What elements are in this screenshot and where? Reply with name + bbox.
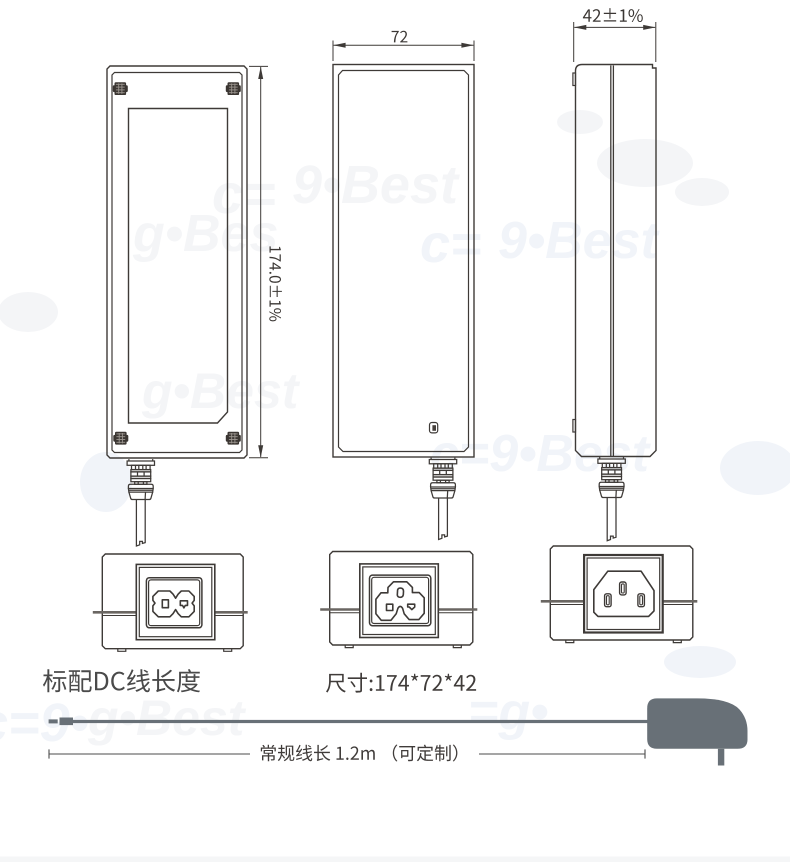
- svg-text:g•Best: g•Best: [87, 690, 247, 746]
- svg-text:c=: c=: [420, 214, 482, 274]
- svg-text:g•Bes: g•Bes: [132, 205, 278, 263]
- svg-text:g•Best: g•Best: [141, 363, 301, 419]
- svg-text:9•Best: 9•Best: [498, 212, 661, 270]
- svg-text:c=: c=: [212, 162, 276, 225]
- svg-text:9•Best: 9•Best: [292, 155, 460, 215]
- svg-text:=g•: =g•: [468, 683, 548, 741]
